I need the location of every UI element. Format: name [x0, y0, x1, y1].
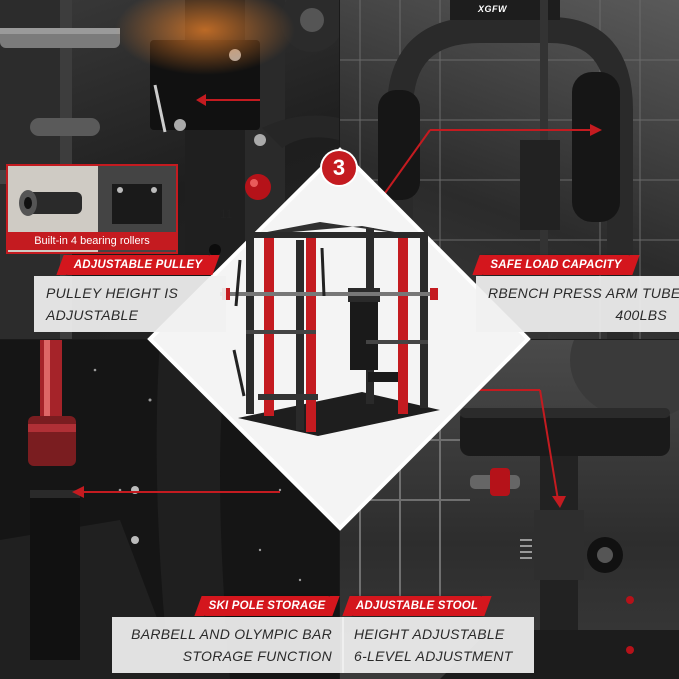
- ski-pole-caption: BARBELL AND OLYMPIC BAR STORAGE FUNCTION: [112, 617, 344, 673]
- adjustable-stool-label: ADJUSTABLE STOOL: [352, 596, 482, 616]
- step-number-badge: 3: [322, 151, 356, 185]
- svg-text:11: 11: [220, 207, 233, 221]
- ski-pole-label: SKI POLE STORAGE: [204, 596, 330, 616]
- adjustable-pulley-caption: PULLEY HEIGHT IS ADJUSTABLE: [34, 276, 226, 332]
- safe-load-label: SAFE LOAD CAPACITY: [482, 255, 630, 275]
- bearing-label: Built-in 4 bearing rollers: [6, 232, 178, 250]
- safe-load-caption: RBENCH PRESS ARM TUBE 400LBS: [476, 276, 679, 332]
- adjustable-stool-caption: HEIGHT ADJUSTABLE 6-LEVEL ADJUSTMENT: [342, 617, 534, 673]
- stool-illustration: [340, 340, 679, 679]
- brand-logo: XGFW: [478, 4, 507, 14]
- adjustable-pulley-label: ADJUSTABLE PULLEY: [66, 255, 210, 275]
